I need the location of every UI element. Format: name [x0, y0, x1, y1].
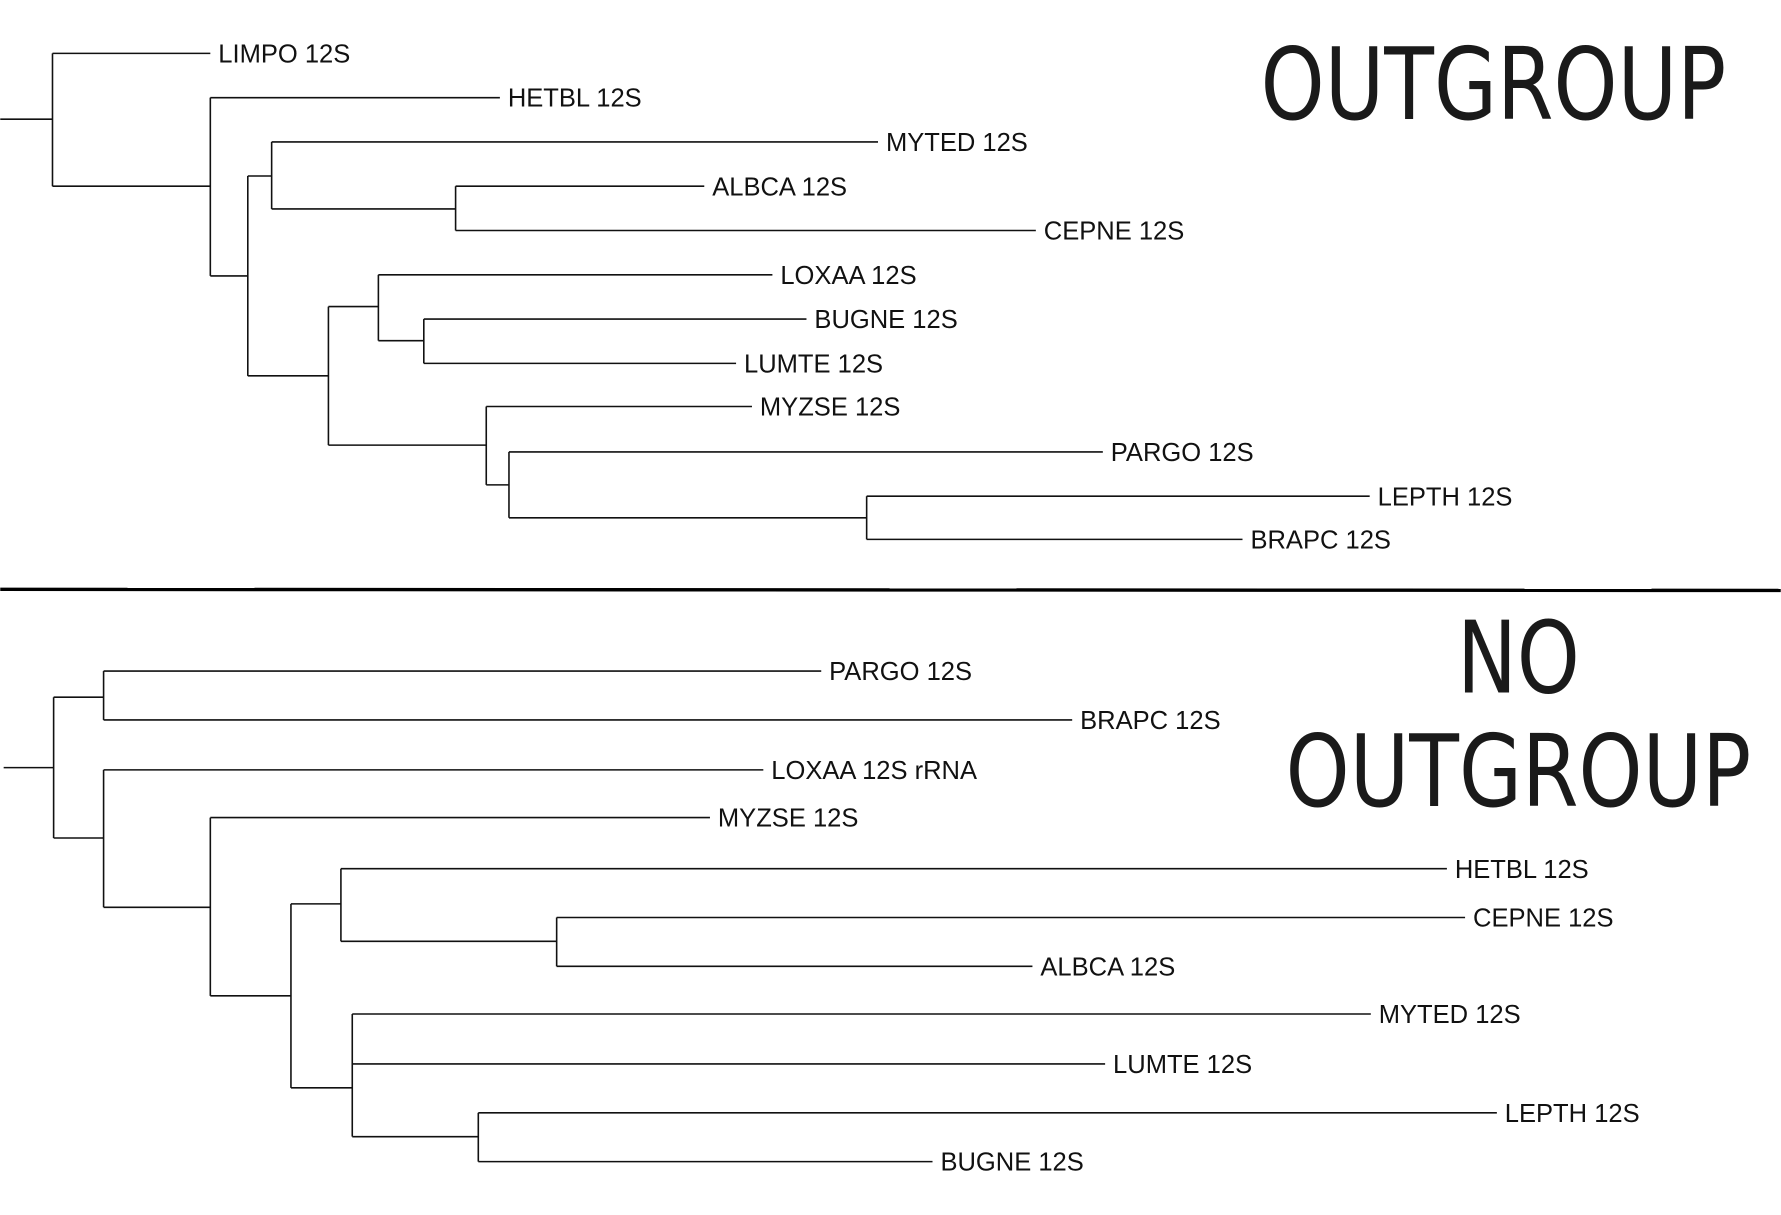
taxon-label: HETBL 12S — [1455, 856, 1589, 884]
taxon-label: CEPNE 12S — [1044, 218, 1184, 246]
taxon-label: MYTED 12S — [1379, 1001, 1521, 1029]
taxon-label: LUMTE 12S — [1113, 1051, 1252, 1079]
taxon-label: PARGO 12S — [1111, 439, 1254, 467]
taxon-label: PARGO 12S — [829, 658, 972, 686]
tree-with-outgroup: LIMPO 12S HETBL 12S MYTED 12S ALBCA 12S CEPN… — [0, 40, 1512, 554]
taxon-label: CEPNE 12S — [1473, 905, 1613, 933]
title-outgroup-2: OUTGROUP — [1286, 713, 1752, 830]
taxon-label: BUGNE 12S — [814, 306, 957, 334]
taxon-label: LIMPO 12S — [218, 40, 350, 68]
taxon-label: HETBL 12S — [508, 85, 642, 113]
taxon-label: LUMTE 12S — [744, 350, 883, 378]
taxon-label: BRAPC 12S — [1080, 707, 1220, 735]
taxon-label: BRAPC 12S — [1250, 526, 1390, 554]
taxon-label: MYZSE 12S — [718, 805, 858, 833]
taxon-label: LEPTH 12S — [1378, 483, 1513, 511]
taxon-label: ALBCA 12S — [1040, 953, 1175, 981]
taxon-label: LEPTH 12S — [1505, 1100, 1640, 1128]
title-outgroup: OUTGROUP — [1261, 26, 1727, 143]
panel-divider — [0, 587, 1781, 593]
taxon-label: LOXAA 12S — [780, 262, 916, 290]
taxon-label: LOXAA 12S rRNA — [771, 757, 977, 785]
taxon-label: MYTED 12S — [886, 129, 1028, 157]
taxon-label: MYZSE 12S — [760, 394, 900, 422]
taxon-label: ALBCA 12S — [712, 173, 847, 201]
title-no: NO — [1457, 600, 1580, 717]
taxon-label: BUGNE 12S — [940, 1149, 1083, 1177]
tree-without-outgroup: PARGO 12S BRAPC 12S LOXAA 12S rRNA MYZSE 12… — [3, 658, 1640, 1177]
